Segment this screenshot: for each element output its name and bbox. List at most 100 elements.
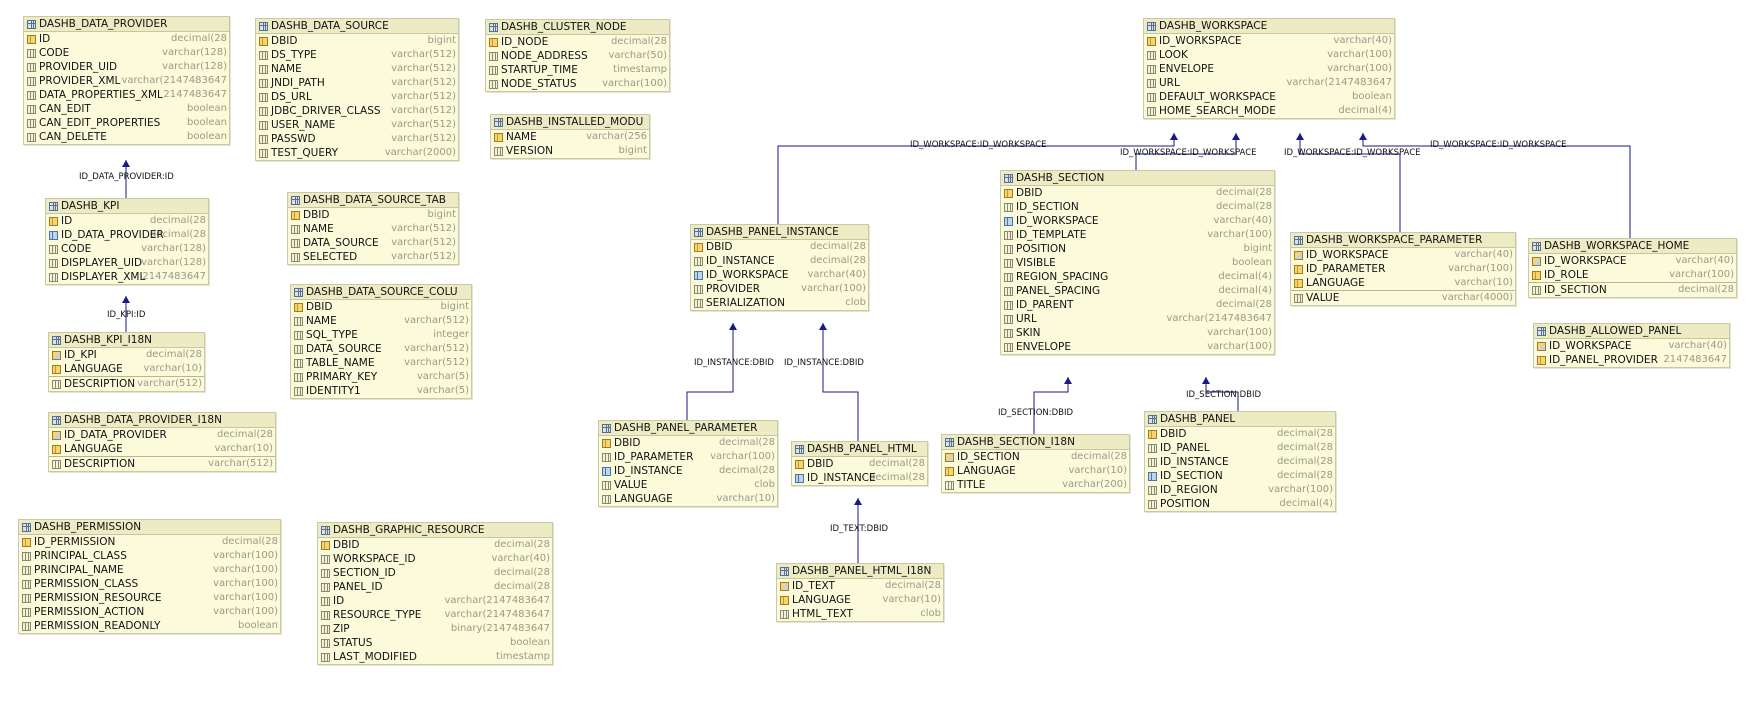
table-header[interactable]: DASHB_SECTION — [1001, 171, 1274, 186]
table-header[interactable]: DASHB_WORKSPACE_PARAMETER — [1291, 233, 1515, 248]
table-header[interactable]: DASHB_DATA_SOURCE_COLU — [291, 285, 471, 300]
table-header[interactable]: DASHB_PANEL_INSTANCE — [691, 225, 868, 240]
table-header[interactable]: DASHB_WORKSPACE — [1144, 19, 1394, 34]
table-header[interactable]: DASHB_DATA_PROVIDER_I18N — [49, 413, 275, 428]
table-header[interactable]: DASHB_PERMISSION — [19, 520, 280, 535]
table-header[interactable]: DASHB_KPI — [46, 199, 208, 214]
table-header[interactable]: DASHB_GRAPHIC_RESOURCE — [318, 523, 552, 538]
table-header[interactable]: DASHB_WORKSPACE_HOME — [1529, 239, 1736, 254]
table-header[interactable]: DASHB_PANEL — [1145, 412, 1335, 427]
table-header[interactable]: DASHB_PANEL_HTML_I18N — [777, 564, 943, 579]
table-header[interactable]: DASHB_PANEL_HTML — [792, 442, 927, 457]
table-header[interactable]: DASHB_SECTION_I18N — [942, 435, 1129, 450]
table-header[interactable]: DASHB_DATA_SOURCE_TAB — [288, 193, 458, 208]
table-header[interactable]: DASHB_DATA_PROVIDER — [24, 17, 229, 32]
table-header[interactable]: DASHB_KPI_I18N — [49, 333, 204, 348]
table-header[interactable]: DASHB_CLUSTER_NODE — [486, 20, 669, 35]
table-header[interactable]: DASHB_DATA_SOURCE — [256, 19, 458, 34]
table-header[interactable]: DASHB_ALLOWED_PANEL — [1534, 324, 1729, 339]
